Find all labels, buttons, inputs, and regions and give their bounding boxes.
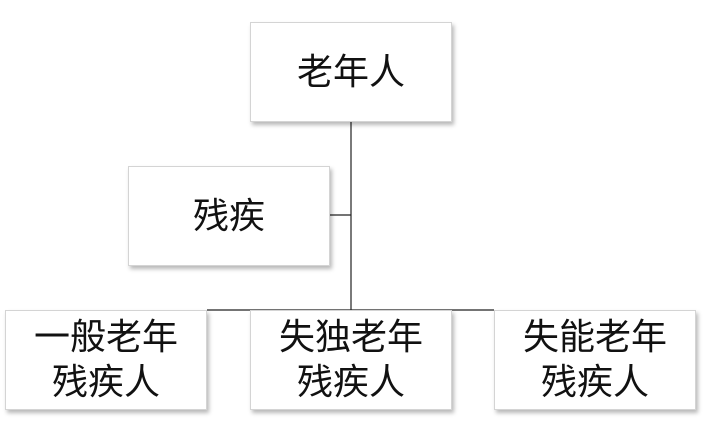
child-node-bereaved-label: 失独老年 残疾人 [278, 317, 423, 403]
root-node: 老年人 [250, 22, 452, 122]
child-node-general: 一般老年 残疾人 [5, 310, 207, 410]
child-node-disabled-label: 失能老年 残疾人 [522, 317, 667, 403]
child-node-disabled: 失能老年 残疾人 [494, 310, 696, 410]
assistant-node-label: 残疾 [192, 195, 265, 237]
child-node-general-label: 一般老年 残疾人 [33, 317, 178, 403]
root-node-label: 老年人 [296, 51, 405, 93]
child-node-bereaved: 失独老年 残疾人 [250, 310, 452, 410]
assistant-node: 残疾 [128, 166, 330, 266]
